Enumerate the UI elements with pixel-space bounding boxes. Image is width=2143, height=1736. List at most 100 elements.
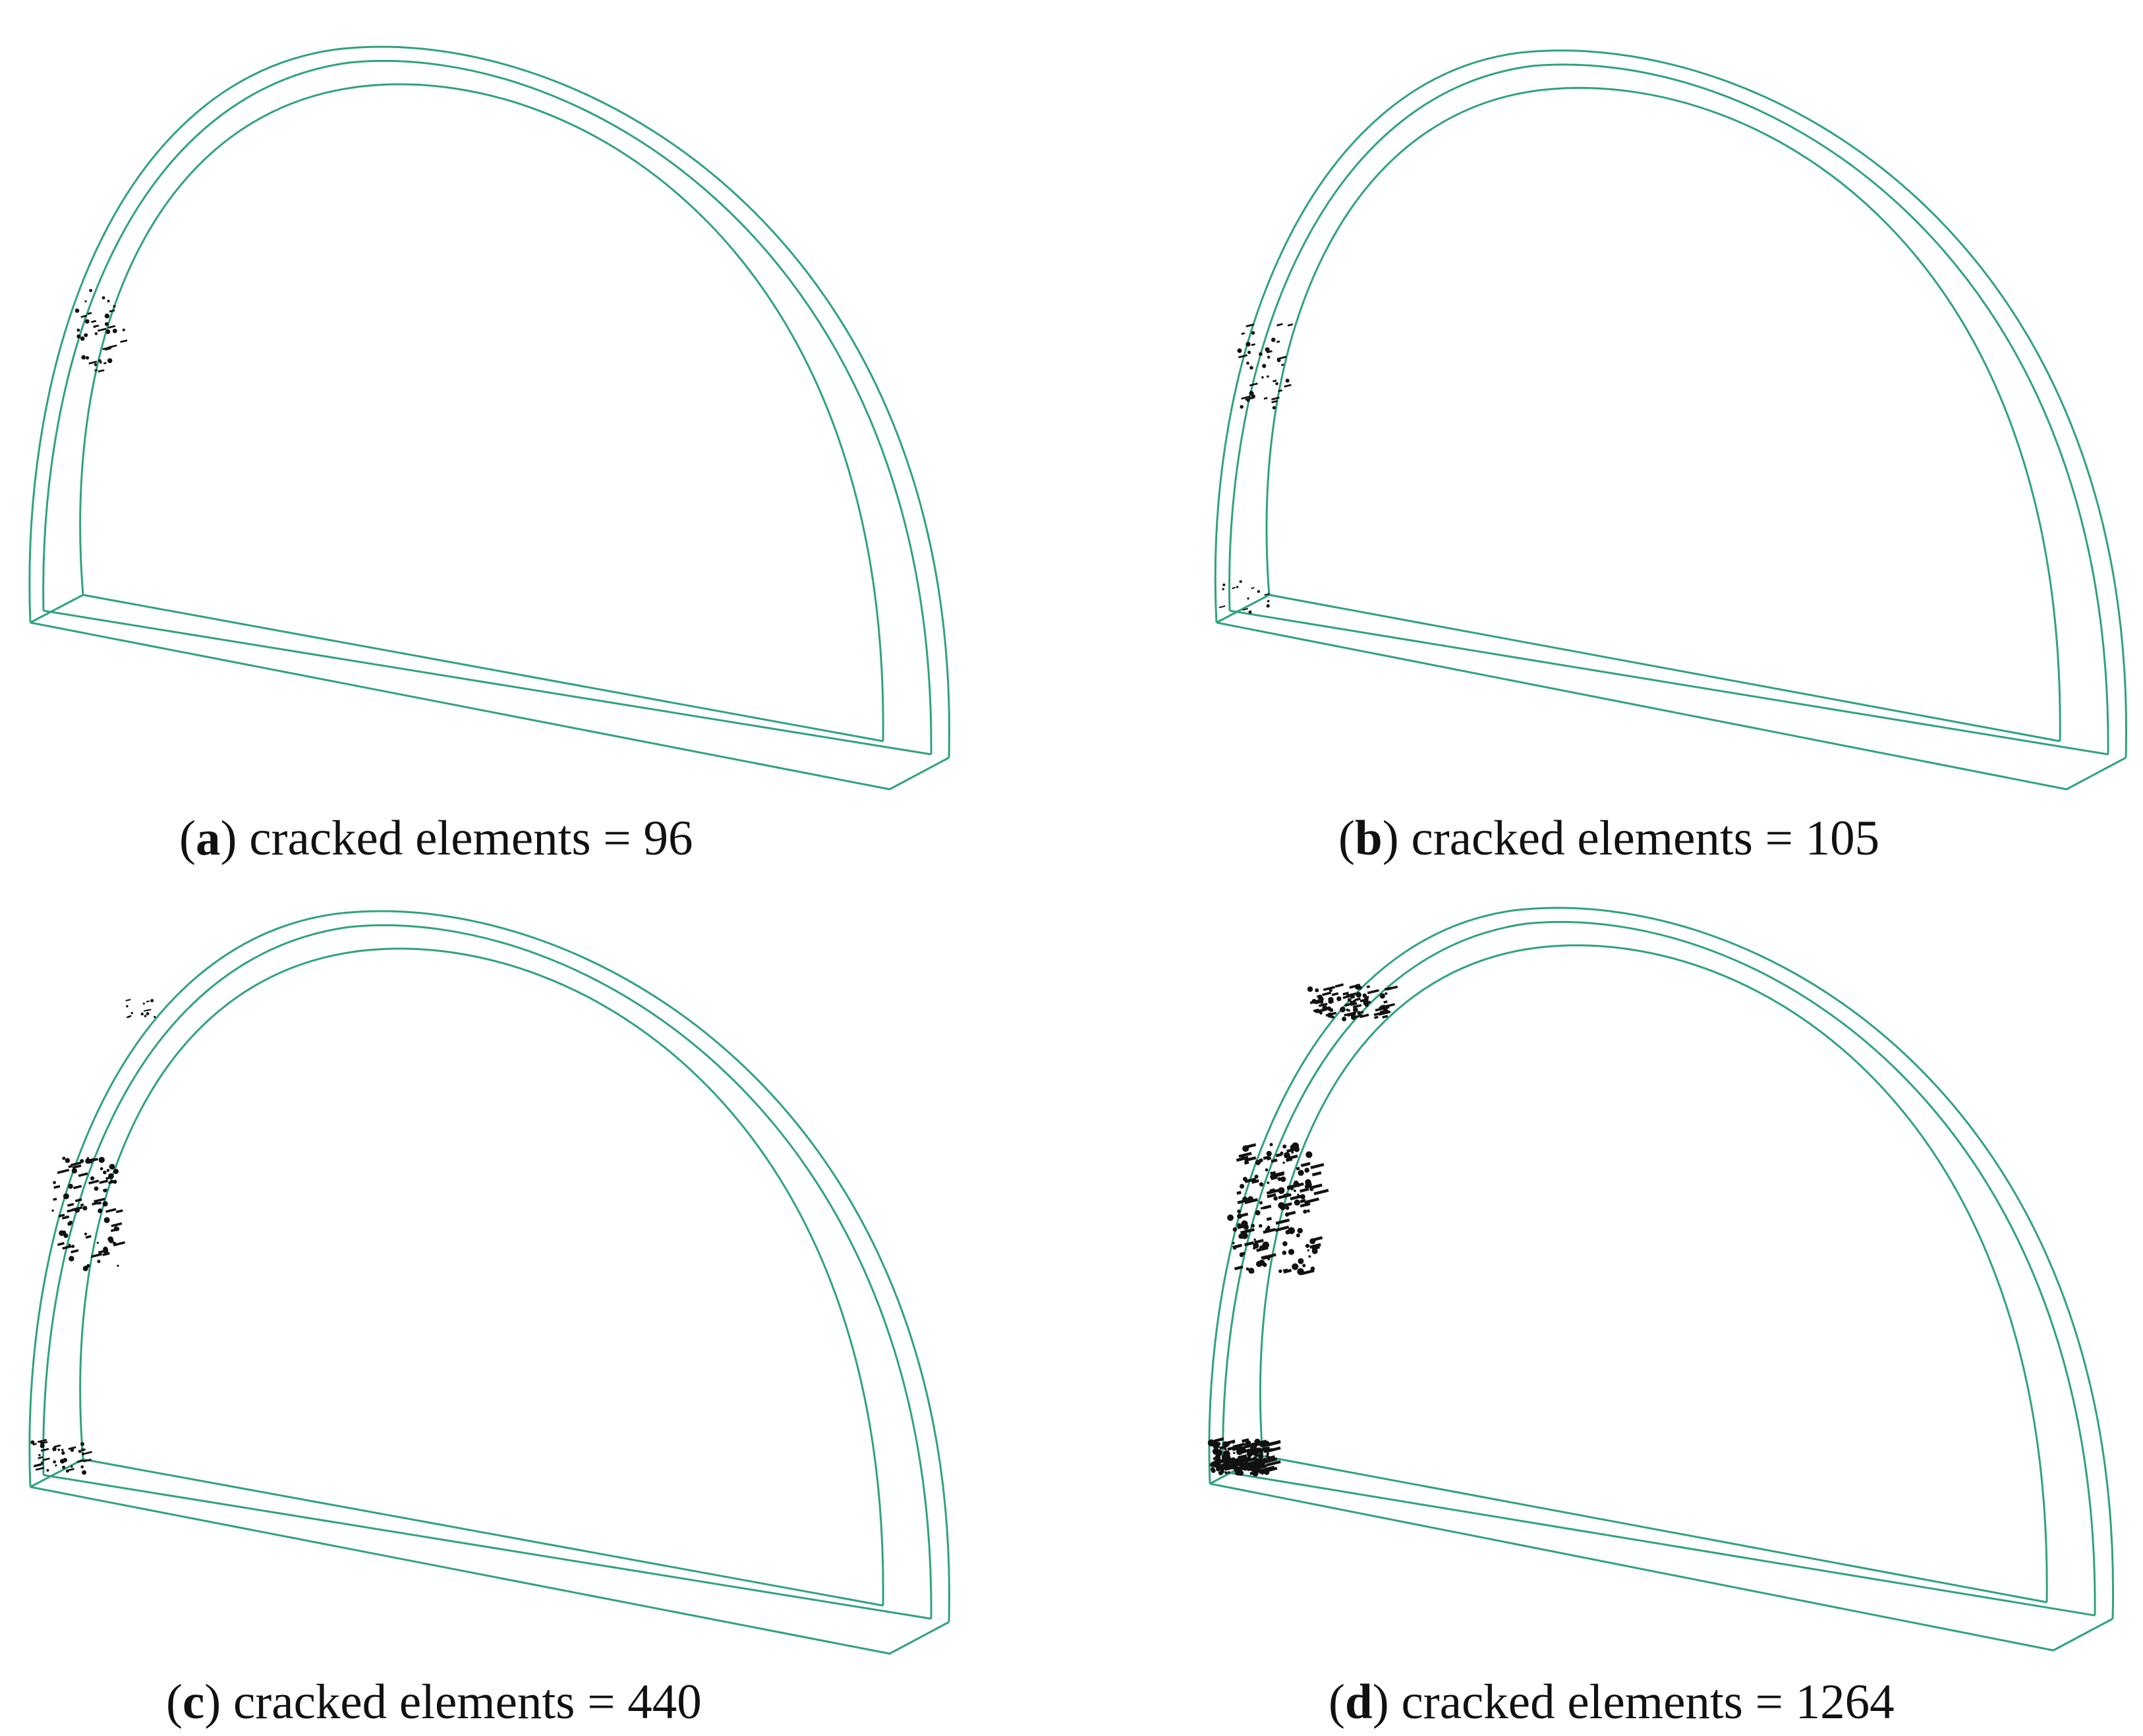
- crack-mark: [1356, 992, 1361, 998]
- crack-mark: [34, 1463, 43, 1467]
- caption-a-text: cracked elements = 96: [249, 811, 693, 866]
- crack-mark: [1253, 1238, 1256, 1241]
- crack-mark: [1269, 1142, 1273, 1146]
- crack-mark: [112, 328, 117, 333]
- crack-mark: [80, 1442, 84, 1446]
- crack-mark: [78, 1172, 88, 1177]
- crack-mark: [1287, 323, 1294, 327]
- crack-mark: [1305, 1204, 1308, 1206]
- crack-mark: [1307, 1249, 1309, 1252]
- crack-mark: [1280, 1176, 1286, 1183]
- crack-mark: [80, 1203, 84, 1207]
- crack-mark: [46, 1469, 49, 1472]
- crack-mark: [1362, 993, 1367, 998]
- crack-mark: [1233, 1451, 1236, 1454]
- crack-mark: [1246, 399, 1250, 403]
- crack-mark: [63, 1457, 68, 1463]
- crack-mark: [1307, 986, 1313, 992]
- crack-mark: [1276, 340, 1280, 343]
- crack-mark: [57, 1242, 65, 1246]
- crack-mark: [1232, 1227, 1238, 1232]
- crack-mark: [1278, 1269, 1282, 1274]
- crack-mark: [74, 1207, 80, 1213]
- crack-mark: [1241, 1220, 1248, 1227]
- caption-b-text: cracked elements = 105: [1411, 811, 1880, 866]
- crack-mark: [1261, 1465, 1275, 1472]
- crack-mark: [1232, 1445, 1242, 1451]
- crack-mark: [1241, 1156, 1245, 1160]
- crack-mark: [104, 313, 110, 319]
- crack-mark: [1236, 1190, 1242, 1195]
- crack-mark: [1237, 1200, 1244, 1204]
- crack-mark: [1373, 1015, 1379, 1019]
- crack-mark: [1232, 1442, 1245, 1449]
- crack-mark: [1255, 1447, 1262, 1454]
- crack-mark: [81, 1452, 85, 1456]
- crack-mark: [1224, 1465, 1238, 1471]
- crack-mark: [1357, 1011, 1361, 1015]
- crack-mark: [1245, 1267, 1249, 1271]
- crack-mark: [1309, 1187, 1314, 1191]
- crack-mark: [1241, 1232, 1248, 1239]
- crack-mark: [80, 1465, 84, 1469]
- crack-mark: [1237, 1454, 1247, 1459]
- crack-mark: [1240, 405, 1243, 409]
- crack-mark: [1245, 341, 1251, 347]
- crack-mark: [104, 347, 111, 351]
- crack-mark: [107, 325, 116, 329]
- crack-mark: [84, 1451, 93, 1455]
- crack-mark: [1240, 1463, 1247, 1469]
- crack-mark: [1271, 1158, 1278, 1163]
- crack-mark: [1236, 1448, 1243, 1455]
- crack-mark: [1287, 1210, 1296, 1216]
- crack-mark: [1318, 1008, 1327, 1013]
- crack-mark: [1239, 580, 1242, 583]
- crack-mark: [1311, 1248, 1318, 1254]
- crack-mark: [1296, 1166, 1300, 1171]
- crack-mark: [53, 1197, 57, 1201]
- crack-mark: [1260, 1470, 1265, 1475]
- crack-mark: [1259, 1455, 1264, 1459]
- crack-mark: [65, 1158, 71, 1163]
- crack-mark: [1267, 1181, 1270, 1185]
- crack-mark: [1275, 1218, 1290, 1225]
- crack-mark: [1259, 1158, 1263, 1163]
- crack-mark: [84, 300, 87, 302]
- crack-mark: [78, 1449, 82, 1453]
- crack-mark: [1278, 389, 1283, 393]
- crack-mark: [115, 1209, 123, 1214]
- crack-mark: [1342, 992, 1350, 995]
- crack-mark: [1262, 1204, 1272, 1210]
- crack-mark: [113, 304, 116, 308]
- crack-mark: [1300, 1198, 1306, 1204]
- crack-mark: [125, 999, 131, 1001]
- crack-mark: [1242, 1438, 1249, 1443]
- crack-mark: [1346, 992, 1357, 997]
- caption-b-letter: b: [1354, 811, 1383, 866]
- crack-mark: [67, 1468, 74, 1472]
- crack-mark: [52, 1447, 57, 1451]
- crack-mark: [1259, 352, 1263, 356]
- crack-mark: [1311, 1245, 1321, 1250]
- crack-mark: [1266, 350, 1272, 354]
- tunnel-lining-model-d: [1207, 907, 2114, 1652]
- crack-mark: [101, 296, 105, 300]
- crack-mark: [1270, 1171, 1273, 1174]
- crack-mark: [71, 1249, 79, 1254]
- crack-mark: [68, 1243, 71, 1246]
- crack-mark: [1329, 988, 1332, 992]
- crack-mark: [1342, 1017, 1347, 1022]
- crack-mark: [1232, 1242, 1235, 1245]
- crack-mark: [32, 1442, 37, 1446]
- crack-mark: [1228, 1447, 1230, 1450]
- crack-mark: [1224, 1442, 1230, 1447]
- crack-mark: [154, 1016, 156, 1019]
- crack-mark: [1291, 1151, 1294, 1154]
- caption-c-text: cracked elements = 440: [233, 1675, 702, 1729]
- tunnel-outline-a: [28, 45, 950, 791]
- crack-mark: [1353, 1007, 1358, 1013]
- crack-mark: [102, 1252, 110, 1256]
- crack-mark: [1383, 1008, 1388, 1014]
- crack-mark: [1262, 364, 1267, 368]
- caption-d-text: cracked elements = 1264: [1401, 1675, 1895, 1729]
